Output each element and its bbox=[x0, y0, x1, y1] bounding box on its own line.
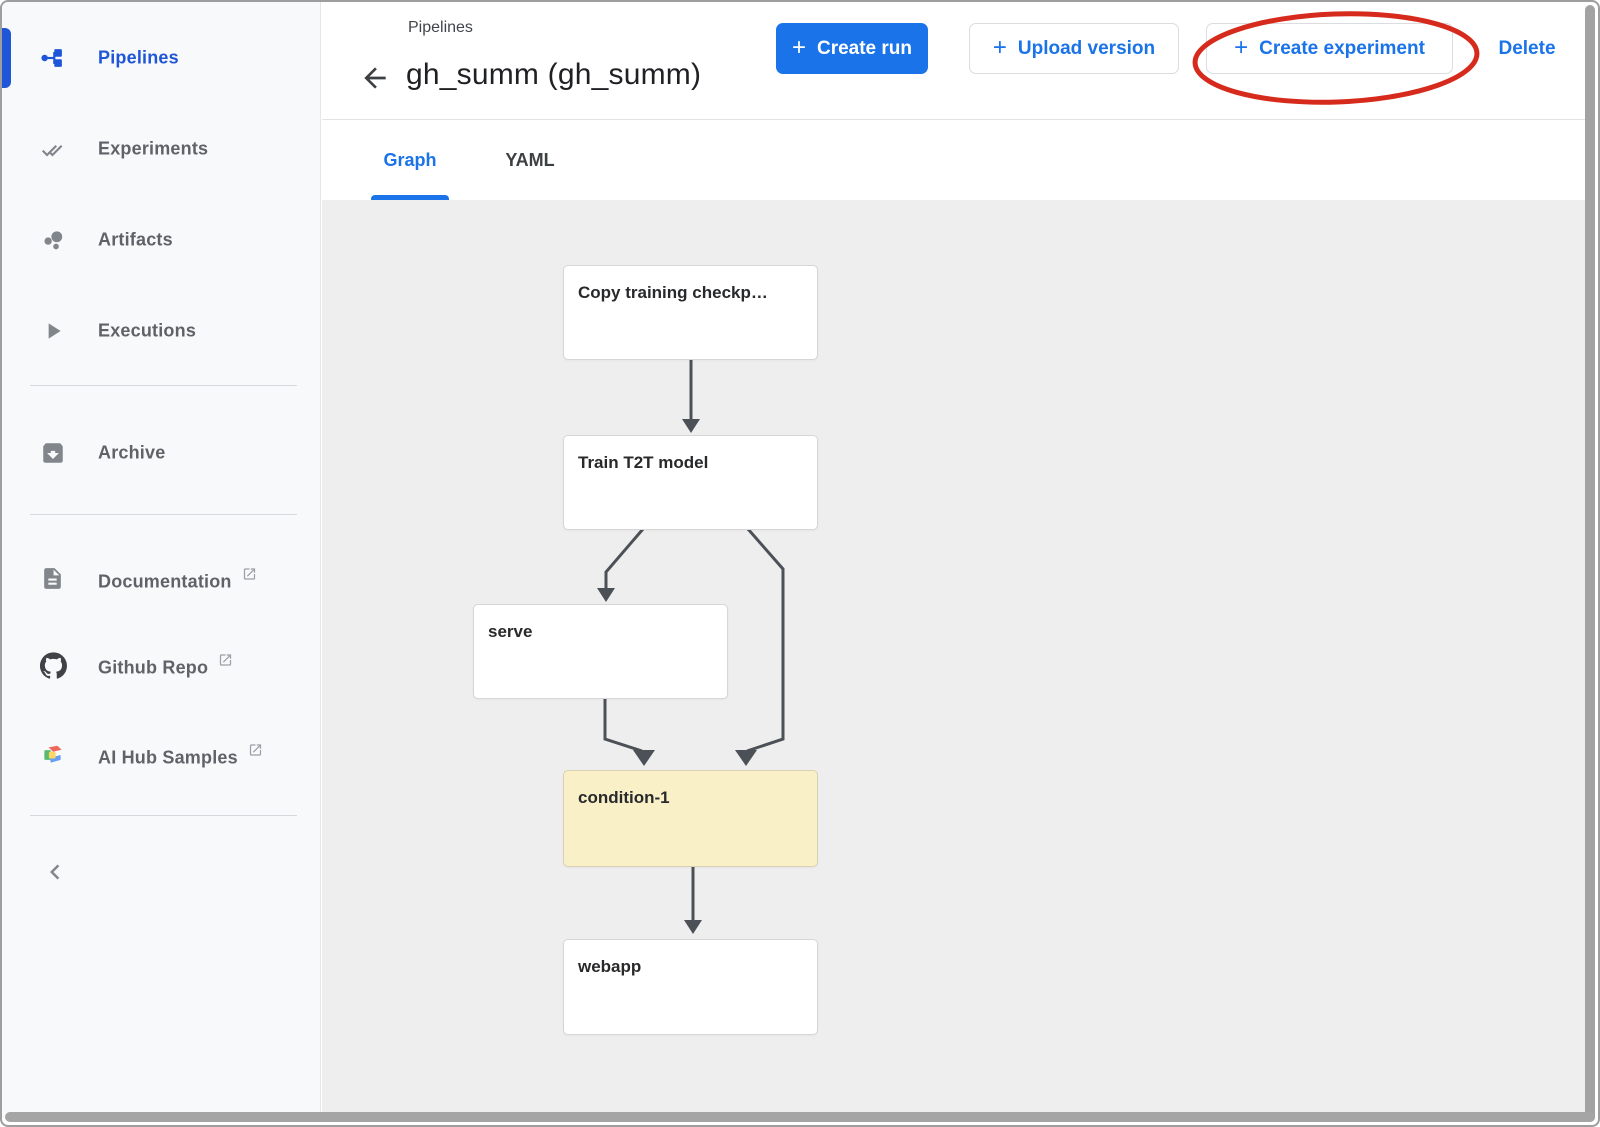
external-link-icon bbox=[248, 742, 263, 763]
plus-icon: + bbox=[791, 33, 806, 61]
archive-icon bbox=[40, 440, 66, 466]
external-link-icon bbox=[242, 566, 257, 587]
node-label: webapp bbox=[578, 957, 642, 976]
sidebar-item-label: Executions bbox=[98, 320, 197, 341]
create-run-button[interactable]: + Create run bbox=[776, 23, 928, 74]
page-header: Pipelines gh_summ (gh_summ) + Create run… bbox=[322, 2, 1592, 120]
create-experiment-button[interactable]: + Create experiment bbox=[1206, 23, 1453, 74]
sidebar-divider bbox=[30, 815, 297, 816]
sidebar-divider bbox=[30, 385, 297, 386]
sidebar-divider bbox=[30, 514, 297, 515]
create-run-label: Create run bbox=[816, 37, 913, 59]
ai-hub-icon bbox=[40, 742, 66, 768]
graph-node-condition-1[interactable]: condition-1 bbox=[563, 770, 818, 867]
upload-version-label: Upload version bbox=[1017, 37, 1156, 59]
sidebar-item-documentation[interactable]: Documentation bbox=[2, 557, 320, 601]
active-item-indicator bbox=[2, 28, 11, 88]
artifacts-icon bbox=[40, 227, 66, 253]
plus-icon: + bbox=[992, 33, 1007, 61]
graph-node-copy-training-checkpoint[interactable]: Copy training checkp… bbox=[563, 265, 818, 360]
breadcrumb[interactable]: Pipelines bbox=[408, 19, 473, 36]
active-tab-indicator bbox=[371, 195, 449, 200]
collapse-sidebar-button[interactable] bbox=[40, 857, 74, 891]
tab-bar: Graph YAML bbox=[322, 121, 1592, 200]
sidebar-item-label: Documentation bbox=[98, 571, 232, 592]
sidebar-item-pipelines[interactable]: Pipelines bbox=[2, 36, 320, 80]
sidebar-item-label: Pipelines bbox=[98, 47, 179, 68]
github-icon bbox=[39, 652, 67, 679]
plus-icon: + bbox=[1234, 33, 1249, 61]
main-content: Pipelines gh_summ (gh_summ) + Create run… bbox=[322, 2, 1592, 1118]
executions-icon bbox=[40, 318, 66, 344]
delete-button[interactable]: Delete bbox=[1482, 23, 1572, 74]
node-label: Copy training checkp… bbox=[578, 283, 768, 302]
external-link-icon bbox=[218, 652, 233, 673]
sidebar-item-executions[interactable]: Executions bbox=[2, 309, 320, 353]
tab-yaml[interactable]: YAML bbox=[491, 121, 569, 200]
sidebar-item-experiments[interactable]: Experiments bbox=[2, 127, 320, 171]
horizontal-scrollbar[interactable] bbox=[5, 1112, 1595, 1122]
node-label: Train T2T model bbox=[578, 453, 709, 472]
sidebar-item-label: Experiments bbox=[98, 138, 209, 159]
node-label: condition-1 bbox=[578, 788, 670, 807]
sidebar-item-archive[interactable]: Archive bbox=[2, 431, 320, 475]
graph-node-serve[interactable]: serve bbox=[473, 604, 728, 699]
sidebar-item-github-repo[interactable]: Github Repo bbox=[2, 643, 320, 687]
tab-graph[interactable]: Graph bbox=[371, 121, 449, 200]
tab-yaml-label: YAML bbox=[505, 150, 555, 170]
sidebar-item-label: Artifacts bbox=[98, 229, 173, 250]
node-label: serve bbox=[488, 622, 533, 641]
vertical-scrollbar[interactable] bbox=[1585, 5, 1595, 1122]
upload-version-button[interactable]: + Upload version bbox=[969, 23, 1179, 74]
sidebar-item-label: Archive bbox=[98, 442, 166, 463]
sidebar-item-label: Github Repo bbox=[98, 657, 209, 678]
delete-label: Delete bbox=[1498, 37, 1556, 59]
back-arrow-icon[interactable] bbox=[359, 62, 391, 94]
page-title: gh_summ (gh_summ) bbox=[406, 58, 702, 91]
sidebar-item-ai-hub-samples[interactable]: AI Hub Samples bbox=[2, 733, 320, 777]
create-experiment-label: Create experiment bbox=[1259, 37, 1425, 59]
tab-graph-label: Graph bbox=[383, 150, 437, 170]
graph-node-webapp[interactable]: webapp bbox=[563, 939, 818, 1035]
graph-node-train-t2t-model[interactable]: Train T2T model bbox=[563, 435, 818, 530]
sidebar-item-artifacts[interactable]: Artifacts bbox=[2, 218, 320, 262]
pipeline-graph-canvas: Copy training checkp… Train T2T model se… bbox=[322, 200, 1592, 1118]
sidebar: Pipelines Experiments Artifacts bbox=[2, 2, 321, 1118]
pipeline-edges bbox=[597, 360, 785, 934]
document-icon bbox=[40, 566, 66, 592]
sidebar-item-label: AI Hub Samples bbox=[98, 747, 238, 768]
experiments-icon bbox=[40, 136, 66, 162]
pipelines-icon bbox=[40, 45, 66, 71]
